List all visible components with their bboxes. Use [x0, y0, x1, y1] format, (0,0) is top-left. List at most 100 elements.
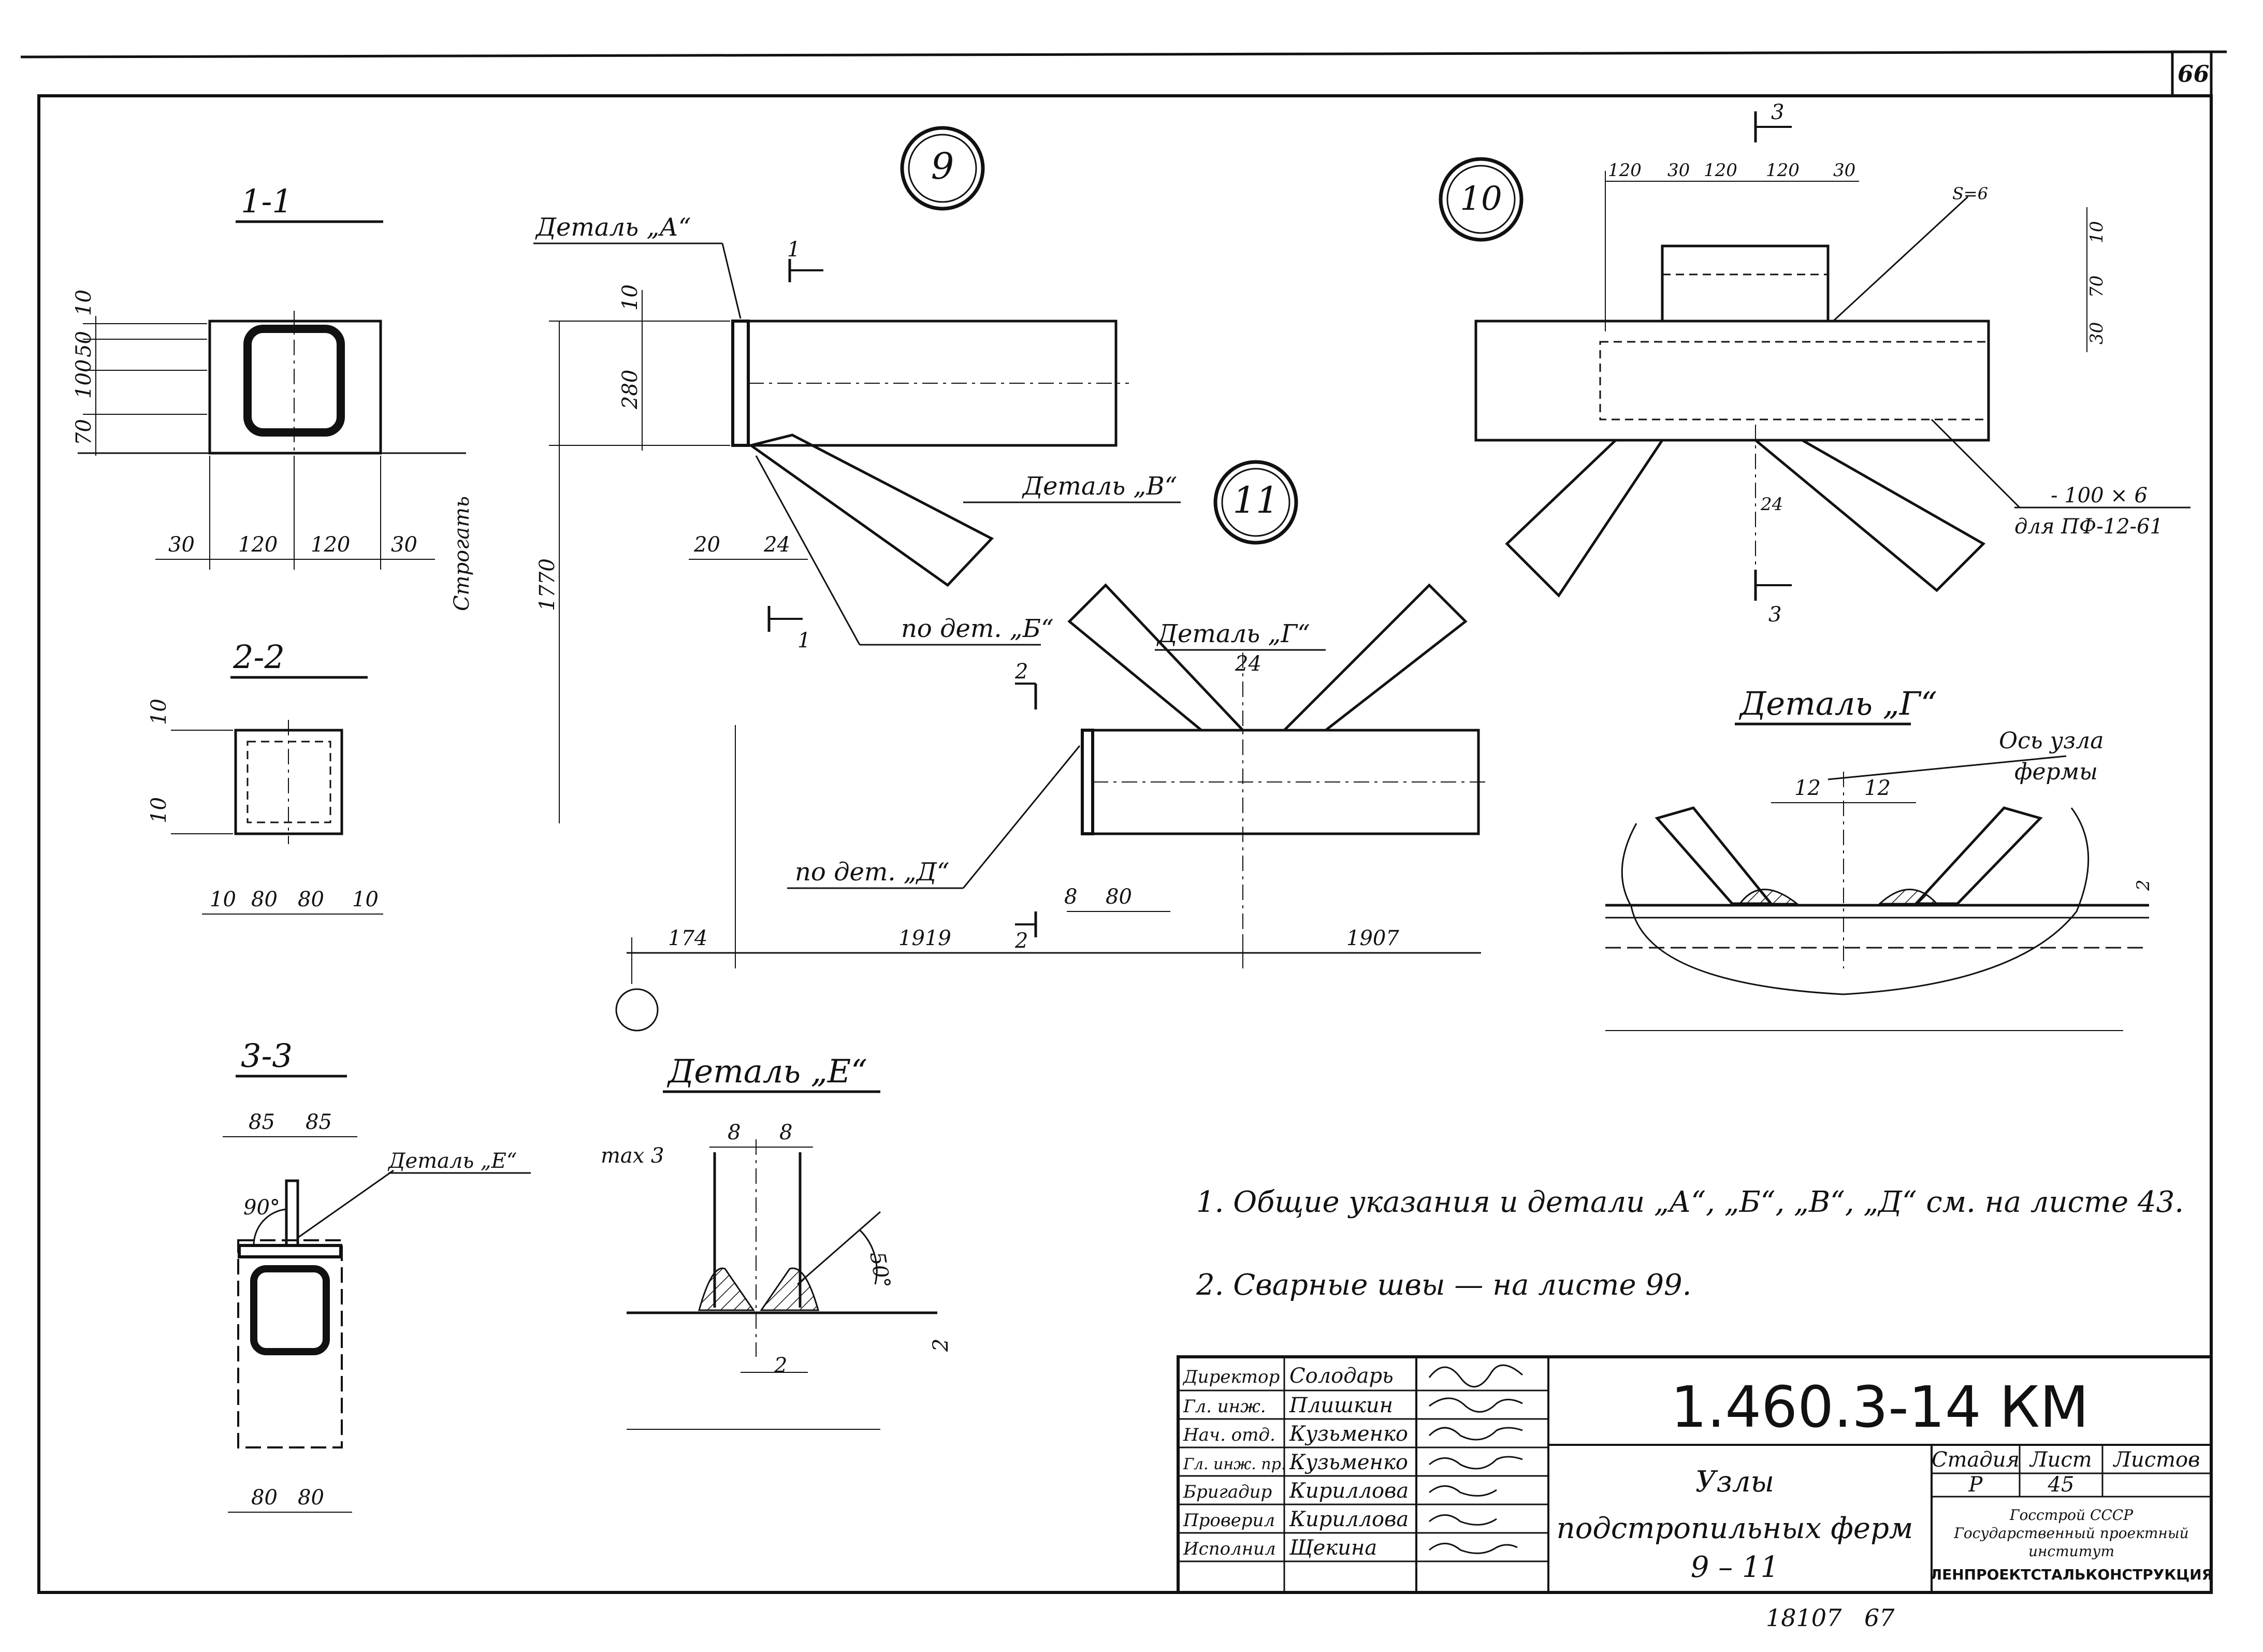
n9-dim-1770: 1770 — [535, 558, 559, 611]
detail-e: Деталь „Е“ 8 8 max 3 50° 2 2 — [601, 1052, 953, 1430]
role-2: Нач. отд. — [1183, 1425, 1275, 1445]
s3-dim-85b: 85 — [306, 1110, 332, 1134]
role-6: Исполнил — [1183, 1539, 1276, 1559]
sheet-value: 45 — [2048, 1473, 2075, 1497]
e-dim-2a: 2 — [774, 1354, 787, 1378]
role-0: Директор — [1182, 1367, 1280, 1387]
g-dim-2: 2 — [2133, 879, 2154, 891]
name-3: Кузьменко — [1289, 1451, 1408, 1474]
cut-mark-1-bottom: 1 — [797, 629, 810, 653]
node-11: 11 Деталь „Г“ 24 по дет. „Д“ 8 80 2 2 — [787, 460, 1486, 963]
section-2-2: 2-2 10 10 10 80 80 10 — [147, 638, 383, 915]
cut-mark-3-top: 3 — [1771, 100, 1784, 124]
role-5: Проверил — [1183, 1510, 1275, 1531]
n9-dim-20: 20 — [693, 533, 720, 557]
name-5: Кириллова — [1289, 1508, 1409, 1531]
detail-g-title: Деталь „Г“ — [1738, 685, 1937, 722]
n10-dim-120b: 120 — [1704, 160, 1737, 181]
cut-mark-2-top: 2 — [1014, 660, 1028, 684]
node-10: 10 120 30 120 120 30 S=6 10 70 30 24 - 1… — [1439, 100, 2191, 627]
section-3-3-label: 3-3 — [241, 1037, 293, 1075]
role-1: Гл. инж. — [1183, 1396, 1266, 1417]
sheet-frame: 66 — [20, 50, 2227, 1594]
po-d-label: по дет. „Д“ — [795, 858, 949, 887]
note-1: 1. Общие указания и детали „А“, „Б“, „В“… — [1196, 1185, 2184, 1219]
s2-dim-80a: 80 — [251, 888, 278, 911]
s2-dim-10b: 10 — [147, 797, 171, 823]
notes: 1. Общие указания и детали „А“, „Б“, „В“… — [1196, 1185, 2184, 1302]
angle-50-label: 50° — [865, 1250, 895, 1291]
page-number: 67 — [1864, 1604, 1895, 1632]
detail-g: Деталь „Г“ Ось узла фермы 12 12 2 — [1605, 685, 2154, 1031]
section-3-3: 3-3 90° 85 85 Деталь „Е“ 80 80 — [223, 1037, 531, 1513]
max3-label: max 3 — [601, 1144, 664, 1168]
corner-number: 66 — [2178, 61, 2209, 88]
s2-dim-10c: 10 — [210, 888, 236, 911]
sheet-header: Лист — [2029, 1448, 2092, 1472]
name-1: Плишкин — [1289, 1394, 1393, 1417]
title-line2: подстропильных ферм — [1557, 1512, 1913, 1545]
sheets-header: Листов — [2113, 1448, 2200, 1472]
s3-dim-80a: 80 — [251, 1486, 278, 1510]
e-dim-8a: 8 — [728, 1121, 741, 1144]
n10-dim-70: 70 — [2086, 276, 2107, 298]
n11-dim-8: 8 — [1064, 885, 1077, 909]
s3-dim-85a: 85 — [249, 1110, 275, 1134]
detail-g-ref: Деталь „Г“ — [1156, 619, 1310, 648]
s1-dim-100: 100 — [72, 359, 96, 399]
node-11-label: 11 — [1232, 479, 1279, 521]
g-dim-12a: 12 — [1794, 776, 1821, 800]
s1-dim-10: 10 — [72, 289, 96, 316]
s1-dim-120b: 120 — [311, 533, 350, 557]
s1-dim-70: 70 — [72, 419, 96, 445]
s2-dim-10d: 10 — [352, 888, 379, 911]
os-uzla-line1: Ось узла — [1999, 728, 2104, 754]
os-uzla-line2: фермы — [2014, 759, 2098, 785]
dim-174: 174 — [668, 926, 707, 950]
section-1-1: 1-1 70 100 50 10 30 120 120 30 — [72, 182, 466, 570]
s1-dim-30b: 30 — [391, 533, 417, 557]
e-dim-2b: 2 — [929, 1339, 953, 1352]
s2-dim-10a: 10 — [147, 699, 171, 725]
weld-s6-label: S=6 — [1952, 184, 1988, 204]
section-1-1-label: 1-1 — [241, 182, 293, 220]
name-0: Солодарь — [1289, 1364, 1394, 1388]
n9-dim-24: 24 — [763, 533, 790, 557]
plate-label: - 100 × 6 — [2051, 484, 2148, 508]
title-line1: Узлы — [1695, 1465, 1774, 1499]
s3-dim-80b: 80 — [298, 1486, 324, 1510]
detail-a-label: Деталь „А“ — [535, 213, 691, 242]
bottom-dimensions: 174 1919 1907 — [615, 725, 1481, 1032]
node-9-label: 9 — [931, 145, 954, 187]
org-line3: институт — [2028, 1543, 2114, 1560]
signatures — [1428, 1364, 1523, 1554]
po-b-label: по дет. „Б“ — [901, 614, 1054, 643]
s1-dim-50: 50 — [72, 331, 96, 357]
n10-dim-30a: 30 — [1667, 160, 1690, 181]
n9-dim-10: 10 — [618, 284, 642, 311]
name-4: Кириллова — [1289, 1479, 1409, 1503]
dim-1919: 1919 — [898, 926, 951, 950]
stage-header: Стадия — [1932, 1448, 2020, 1472]
dim-1907: 1907 — [1346, 926, 1399, 950]
designation: 1.460.3-14 КМ — [1671, 1374, 2089, 1440]
node-9: 9 Деталь „А“ Деталь „В“ по дет. „Б“ 10 2… — [533, 126, 1181, 823]
title-block: 1.460.3-14 КМ Узлы подстропильных ферм 9… — [1177, 1355, 2213, 1594]
n10-dim-30: 30 — [2086, 322, 2107, 344]
stage-value: Р — [1968, 1473, 1983, 1497]
n11-dim-80: 80 — [1106, 885, 1132, 909]
n10-dim-120c: 120 — [1766, 160, 1800, 181]
detail-e-title: Деталь „Е“ — [666, 1052, 867, 1090]
note-2: 2. Сварные швы — на листе 99. — [1196, 1268, 1691, 1302]
org-line2: Государственный проектный — [1953, 1525, 2188, 1542]
n10-dim-120a: 120 — [1608, 160, 1642, 181]
detail-v-label: Деталь „В“ — [1022, 472, 1177, 501]
cut-mark-1-top: 1 — [787, 238, 800, 262]
cut-mark-2-bottom: 2 — [1014, 929, 1028, 953]
org-line4: ЛЕНПРОЕКТСТАЛЬКОНСТРУКЦИЯ — [1930, 1566, 2213, 1583]
plate-note-label: для ПФ-12-61 — [2014, 515, 2163, 539]
archive-number: 18107 — [1766, 1604, 1842, 1632]
section-2-2-label: 2-2 — [233, 638, 285, 676]
n10-dim-10: 10 — [2086, 221, 2107, 243]
s1-dim-120a: 120 — [238, 533, 278, 557]
